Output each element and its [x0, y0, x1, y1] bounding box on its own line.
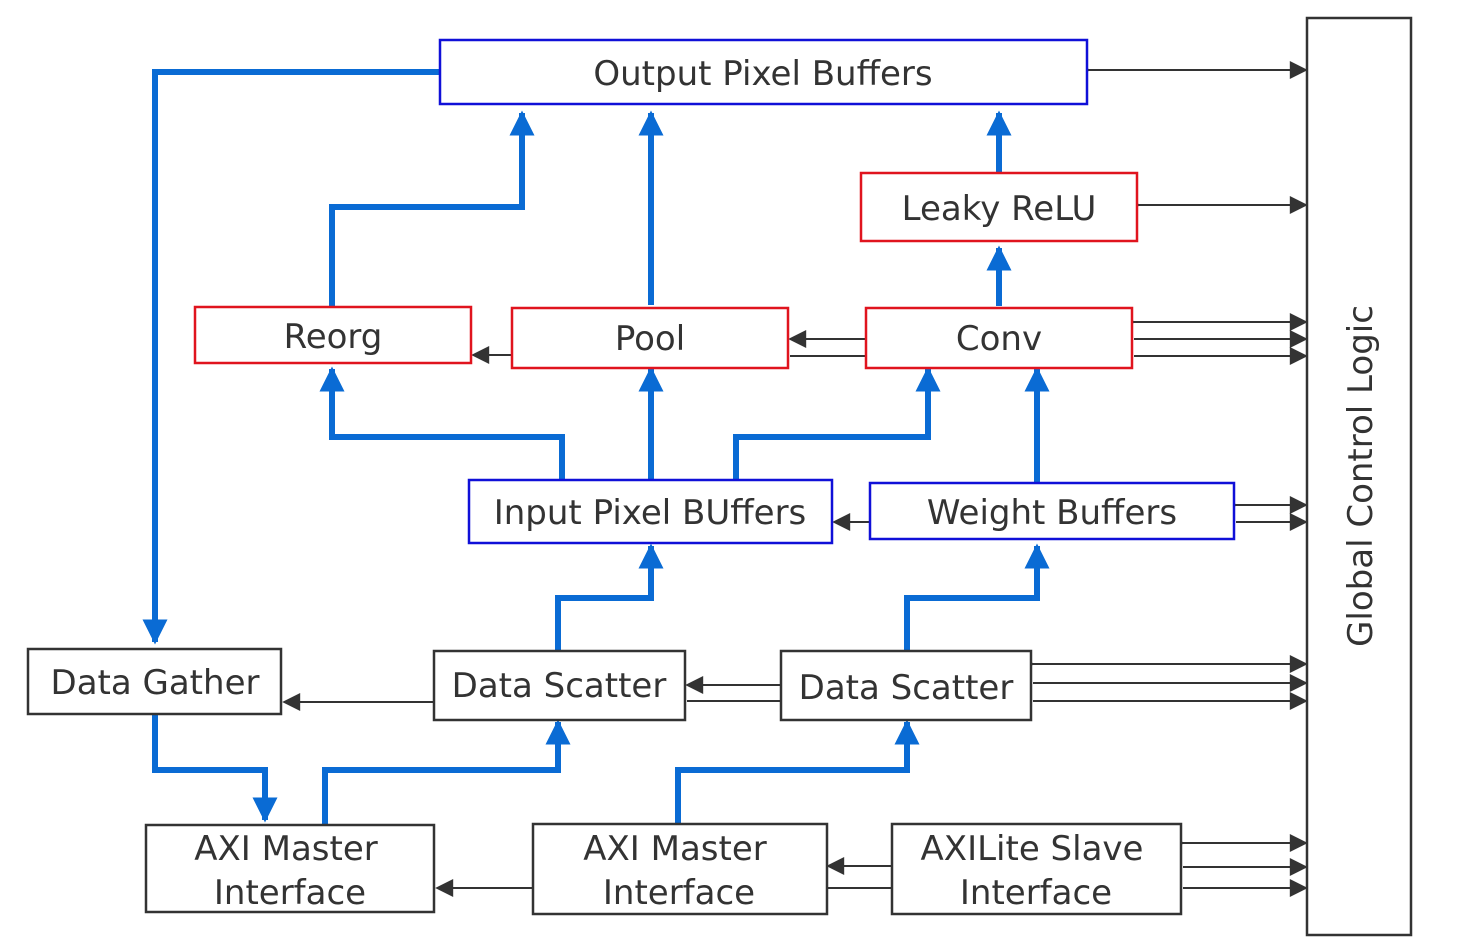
data-gather-label: Data Gather — [51, 663, 260, 703]
output-pixel-buffers-block: Output Pixel Buffers — [438, 38, 1089, 106]
leaky-relu-block: Leaky ReLU — [859, 171, 1139, 243]
data-scatter-1-block: Data Scatter — [432, 649, 687, 722]
axilite-slave-block: AXILite Slave Interface — [890, 822, 1183, 916]
scatter2-to-weight-buffers-path — [904, 543, 1050, 651]
global-control-logic-label: Global Control Logic — [1341, 305, 1381, 647]
conv-label: Conv — [956, 319, 1042, 359]
output-buffers-to-data-gather-path — [142, 69, 440, 645]
axi-master-2-block: AXI Master Interface — [531, 822, 829, 916]
data-gather-to-axi-master-1-path — [152, 715, 278, 823]
axi-master-1-block: AXI Master Interface — [144, 823, 436, 914]
data-gather-block: Data Gather — [26, 647, 283, 716]
data-scatter-2-block: Data Scatter — [779, 649, 1033, 722]
axilite-slave-label-line1: AXILite Slave — [921, 829, 1144, 869]
pool-block: Pool — [510, 306, 790, 370]
axi-master-2-to-scatter2-path — [675, 719, 920, 824]
leaky-relu-label: Leaky ReLU — [902, 189, 1097, 229]
axi-master-1-label-line2: Interface — [214, 873, 366, 913]
reorg-block: Reorg — [193, 305, 473, 365]
input-pixel-buffers-label: Input Pixel BUffers — [494, 493, 807, 533]
scatter1-to-input-buffers-path — [555, 543, 664, 651]
axi-master-2-label-line1: AXI Master — [583, 829, 767, 869]
data-scatter-2-label: Data Scatter — [799, 668, 1014, 708]
conv-block: Conv — [864, 306, 1134, 370]
axi-master-1-to-scatter1-path — [322, 719, 571, 824]
global-control-logic-block: Global Control Logic — [1305, 16, 1413, 937]
data-scatter-1-label: Data Scatter — [452, 666, 667, 706]
input-buffers-to-reorg-path — [319, 366, 565, 480]
weight-buffers-label: Weight Buffers — [927, 493, 1177, 533]
pool-label: Pool — [615, 319, 685, 359]
data-paths — [142, 69, 1050, 824]
reorg-label: Reorg — [284, 317, 383, 357]
axi-master-2-label-line2: Interface — [603, 873, 755, 913]
output-pixel-buffers-label: Output Pixel Buffers — [593, 54, 932, 94]
control-paths — [282, 61, 1308, 897]
reorg-to-output-buffers-path — [329, 110, 535, 306]
axi-master-1-label-line1: AXI Master — [194, 829, 378, 869]
input-buffers-to-conv-path — [733, 366, 941, 480]
axilite-slave-label-line2: Interface — [960, 873, 1112, 913]
input-pixel-buffers-block: Input Pixel BUffers — [467, 478, 834, 545]
weight-buffers-block: Weight Buffers — [868, 481, 1236, 541]
